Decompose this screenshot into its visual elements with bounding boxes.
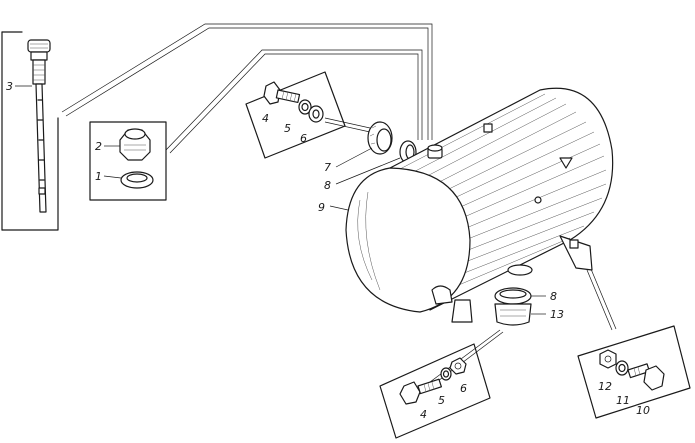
callout-10: 10 [636,404,650,417]
callout-12: 12 [598,380,612,393]
bolt-bracket-icon [627,363,665,391]
bolt-upper-icon [263,81,301,105]
callout-6-upper: 6 [300,132,307,145]
lock-washer-bracket-icon [615,360,629,376]
callout-9: 9 [318,201,325,214]
strainer-ring-icon [494,303,532,326]
callout-4-lower: 4 [420,408,427,421]
bolt-lower-icon [399,378,442,405]
washer-upper-icon [308,105,324,123]
callout-5-lower: 5 [438,394,445,407]
washer-lower-icon [449,357,467,375]
callout-8-lower: 8 [550,290,557,303]
callout-3: 3 [6,80,13,93]
callout-5-upper: 5 [284,122,291,135]
leader-lines [61,23,617,385]
dipstick-icon [27,39,51,213]
flange-ring-icon [367,121,393,155]
filler-cap-icon [119,128,151,161]
callout-2: 2 [95,140,102,153]
callout-13: 13 [550,308,564,321]
nut-bracket-icon [599,349,617,369]
tank-icon [345,87,614,323]
lower-fastener-panel: 4 5 6 [379,343,491,439]
dipstick-panel: 3 [1,31,59,231]
callout-11: 11 [616,394,630,407]
upper-fastener-panel: 4 5 6 [245,71,346,159]
cap-gasket-icon [120,171,154,189]
callout-4-upper: 4 [262,112,269,125]
callout-6-lower: 6 [460,382,467,395]
callout-8-upper: 8 [324,179,331,192]
callout-1: 1 [95,170,102,183]
gasket-lower-icon [494,287,532,305]
filler-cap-panel: 2 1 [89,121,167,201]
bracket-fastener-panel: 12 11 10 [577,325,691,419]
callout-7: 7 [324,161,331,174]
lock-washer-lower-icon [440,367,452,381]
lock-washer-upper-icon [298,99,312,115]
